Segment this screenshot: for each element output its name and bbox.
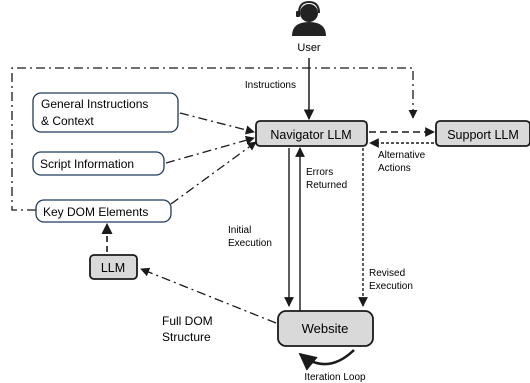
support-llm-node: Support LLM	[435, 120, 530, 147]
alternative-actions-label-1: Alternative	[378, 150, 426, 161]
general-to-navigator-arrow	[179, 112, 255, 135]
key-dom-elements-node: Key DOM Elements	[35, 199, 172, 223]
svg-text:Support LLM: Support LLM	[447, 128, 519, 142]
website-node: Website	[277, 310, 374, 347]
svg-text:Key DOM Elements: Key DOM Elements	[43, 205, 148, 219]
alternative-actions-label-2: Actions	[378, 163, 411, 174]
full-dom-structure-label-1: Full DOM	[162, 314, 213, 328]
instructions-label: Instructions	[245, 80, 296, 91]
script-information-node: Script Information	[32, 151, 165, 176]
llm-node: LLM	[89, 254, 138, 280]
svg-text:LLM: LLM	[101, 261, 125, 275]
svg-text:Navigator LLM: Navigator LLM	[270, 128, 351, 142]
key-dom-loop-line	[11, 67, 418, 211]
keydom-to-navigator-arrow	[170, 141, 257, 205]
svg-text:Script Information: Script Information	[40, 157, 134, 171]
full-dom-structure-label-2: Structure	[162, 330, 211, 344]
errors-returned-label-2: Returned	[306, 180, 347, 191]
user-headset-icon	[292, 0, 326, 36]
iteration-loop-arrow	[298, 349, 355, 371]
iteration-loop-label: Iteration Loop	[304, 372, 366, 383]
revised-execution-label-1: Revised	[369, 268, 405, 279]
svg-text:General Instructions: General Instructions	[41, 97, 148, 111]
user-label: User	[297, 42, 321, 54]
initial-execution-label-2: Execution	[228, 238, 272, 249]
website-to-llm-arrow	[140, 267, 277, 324]
script-to-navigator-arrow	[165, 135, 255, 164]
svg-text:Website: Website	[302, 321, 349, 336]
revised-execution-label-2: Execution	[369, 281, 413, 292]
errors-returned-label-1: Errors	[306, 167, 333, 178]
svg-text:& Context: & Context	[41, 114, 94, 128]
navigator-llm-node: Navigator LLM	[255, 120, 368, 147]
initial-execution-label-1: Initial	[228, 225, 251, 236]
general-instructions-node: General Instructions & Context	[32, 92, 179, 133]
